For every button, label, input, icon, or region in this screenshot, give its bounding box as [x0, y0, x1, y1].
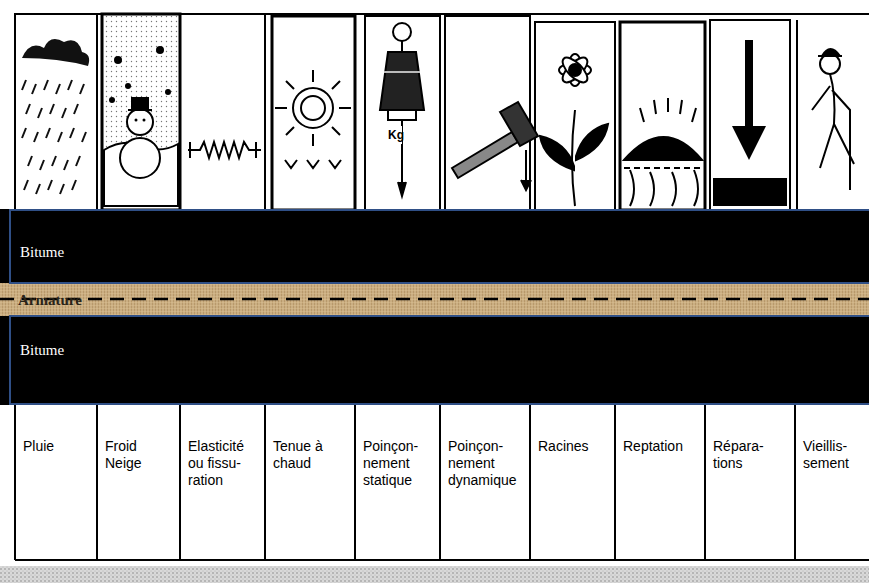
column-label: Elasticité ou fissu- ration [188, 438, 259, 489]
layer-label: Bitume [20, 244, 64, 261]
bitumen-layer: Bitume [12, 212, 868, 282]
weight-marking: Kg [388, 128, 404, 142]
bitumen-layer: Bitume [12, 318, 868, 402]
column-label: Poinçon- nement statique [363, 438, 434, 489]
layer-label: Armature [18, 292, 82, 309]
column-label: Pluie [23, 438, 91, 455]
column-label: Froid Neige [105, 438, 174, 472]
layer-label: Bitume [20, 342, 64, 359]
reinforcement-layer: Armature [12, 290, 868, 314]
column-label: Poinçon- nement dynamique [448, 438, 524, 489]
column-label: Vieillis- sement [803, 438, 863, 472]
column-label: Reptation [623, 438, 699, 455]
column-label: Racines [538, 438, 609, 455]
column-label: Répara- tions [713, 438, 789, 472]
column-label: Tenue à chaud [273, 438, 349, 472]
